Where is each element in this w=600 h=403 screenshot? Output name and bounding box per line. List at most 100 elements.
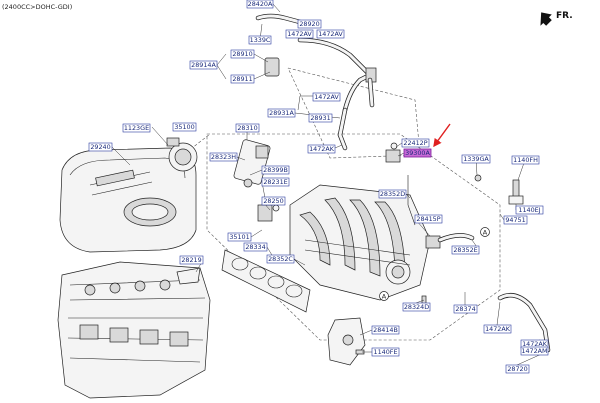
part-label-box[interactable] bbox=[371, 347, 400, 357]
part-label-28931[interactable]: 28931 bbox=[308, 113, 333, 123]
part-label-box[interactable] bbox=[179, 255, 204, 265]
part-label-box[interactable] bbox=[230, 49, 255, 59]
part-label-29240[interactable]: 29240 bbox=[88, 142, 113, 152]
part-label-box[interactable] bbox=[267, 108, 296, 118]
part-label-box[interactable] bbox=[235, 123, 260, 133]
part-label-box[interactable] bbox=[122, 123, 151, 133]
part-label-1140fe[interactable]: 1140FE bbox=[371, 347, 400, 357]
part-label-box[interactable] bbox=[414, 214, 443, 224]
part-label-1140fh[interactable]: 1140FH bbox=[511, 155, 540, 165]
part-label-box[interactable] bbox=[401, 138, 430, 148]
part-label-box[interactable] bbox=[515, 205, 544, 215]
part-label-box[interactable] bbox=[503, 215, 528, 225]
part-label-28352e[interactable]: 28352E bbox=[451, 245, 480, 255]
part-label-1140ej[interactable]: 1140EJ bbox=[515, 205, 544, 215]
part-label-box[interactable] bbox=[172, 122, 197, 132]
part-label-box[interactable] bbox=[505, 364, 530, 374]
part-label-28323h[interactable]: 28323H bbox=[209, 152, 238, 162]
part-label-28420a[interactable]: 28420A bbox=[246, 0, 274, 9]
part-label-94751[interactable]: 94751 bbox=[503, 215, 528, 225]
part-label-22412p[interactable]: 22412P bbox=[401, 138, 430, 148]
part-label-box[interactable] bbox=[308, 113, 333, 123]
part-label-box[interactable] bbox=[307, 144, 336, 154]
part-label-box[interactable] bbox=[483, 324, 512, 334]
front-arrow-icon bbox=[540, 12, 552, 26]
callout-letter: A bbox=[483, 228, 488, 236]
right-side-components bbox=[407, 174, 551, 353]
part-label-text: 29240 bbox=[90, 143, 110, 151]
pcv-hose-assembly bbox=[255, 13, 377, 151]
part-label-39300a[interactable]: 39300A bbox=[403, 148, 432, 158]
part-label-box[interactable] bbox=[285, 29, 314, 39]
part-label-box[interactable] bbox=[230, 74, 255, 84]
part-label-box[interactable] bbox=[243, 242, 268, 252]
part-label-28219[interactable]: 28219 bbox=[179, 255, 204, 265]
part-label-35101[interactable]: 35101 bbox=[227, 232, 252, 242]
part-label-text: 28399B bbox=[263, 166, 288, 174]
part-label-28931a[interactable]: 28931A bbox=[267, 108, 296, 118]
callout-letter: A bbox=[382, 292, 387, 300]
part-label-text: 28931 bbox=[310, 114, 330, 122]
part-label-28911[interactable]: 28911 bbox=[230, 74, 255, 84]
part-label-1339ga[interactable]: 1339GA bbox=[461, 154, 491, 164]
part-label-28399b[interactable]: 28399B bbox=[261, 165, 290, 175]
part-label-box[interactable] bbox=[316, 29, 345, 39]
part-label-box[interactable] bbox=[297, 19, 322, 29]
part-label-28231e[interactable]: 28231E bbox=[261, 177, 290, 187]
part-label-box[interactable] bbox=[248, 35, 272, 45]
part-label-text: 28324D bbox=[404, 303, 429, 311]
part-label-box[interactable] bbox=[246, 0, 274, 9]
part-label-28250[interactable]: 28250 bbox=[261, 196, 286, 206]
part-label-28324d[interactable]: 28324D bbox=[402, 302, 431, 312]
part-label-28914a[interactable]: 28914A bbox=[189, 60, 218, 70]
part-label-35100[interactable]: 35100 bbox=[172, 122, 197, 132]
part-label-28334[interactable]: 28334 bbox=[243, 242, 268, 252]
part-label-28374[interactable]: 28374 bbox=[453, 304, 478, 314]
part-label-box[interactable] bbox=[266, 254, 295, 264]
part-label-box[interactable] bbox=[451, 245, 480, 255]
part-label-box[interactable] bbox=[312, 92, 341, 102]
part-label-box[interactable] bbox=[520, 346, 549, 356]
part-label-1472av[interactable]: 1472AV bbox=[316, 29, 345, 39]
part-label-1472ak[interactable]: 1472AK bbox=[307, 144, 336, 154]
part-label-box[interactable] bbox=[88, 142, 113, 152]
part-label-box[interactable] bbox=[378, 189, 407, 199]
part-label-text: 28352E bbox=[453, 246, 477, 254]
part-label-28920[interactable]: 28920 bbox=[297, 19, 322, 29]
throttle-body bbox=[151, 126, 198, 172]
part-label-box[interactable] bbox=[371, 325, 400, 335]
intake-manifold bbox=[289, 184, 431, 301]
part-label-1472ak[interactable]: 1472AK bbox=[483, 324, 512, 334]
part-label-1339c[interactable]: 1339C bbox=[248, 35, 272, 45]
part-label-28910[interactable]: 28910 bbox=[230, 49, 255, 59]
part-label-1472av[interactable]: 1472AV bbox=[312, 92, 341, 102]
part-label-1472av[interactable]: 1472AV bbox=[285, 29, 314, 39]
part-label-28415p[interactable]: 28415P bbox=[414, 214, 443, 224]
part-label-box[interactable] bbox=[403, 148, 432, 158]
part-label-box[interactable] bbox=[461, 154, 491, 164]
part-label-box[interactable] bbox=[402, 302, 431, 312]
part-label-1123ge[interactable]: 1123GE bbox=[122, 123, 151, 133]
part-label-box[interactable] bbox=[227, 232, 252, 242]
part-label-box[interactable] bbox=[511, 155, 540, 165]
part-label-box[interactable] bbox=[453, 304, 478, 314]
part-label-box[interactable] bbox=[209, 152, 238, 162]
front-direction-indicator: FR. bbox=[540, 11, 573, 26]
part-label-box[interactable] bbox=[261, 177, 290, 187]
part-label-box[interactable] bbox=[261, 196, 286, 206]
engine-cover bbox=[59, 147, 197, 253]
part-label-box[interactable] bbox=[261, 165, 290, 175]
part-label-28310[interactable]: 28310 bbox=[235, 123, 260, 133]
part-label-28720[interactable]: 28720 bbox=[505, 364, 530, 374]
part-label-box[interactable] bbox=[189, 60, 218, 70]
part-label-text: 1472AK bbox=[309, 145, 335, 153]
part-label-28352c[interactable]: 28352C bbox=[266, 254, 295, 264]
callout-markers: AA bbox=[379, 227, 490, 301]
part-label-28414b[interactable]: 28414B bbox=[371, 325, 400, 335]
part-label-text: 1472AK bbox=[485, 325, 511, 333]
part-label-text: 1140FE bbox=[374, 348, 398, 356]
part-label-text: 28920 bbox=[299, 20, 319, 28]
part-label-1472am[interactable]: 1472AM bbox=[520, 346, 549, 356]
part-label-28352d[interactable]: 28352D bbox=[378, 189, 407, 199]
